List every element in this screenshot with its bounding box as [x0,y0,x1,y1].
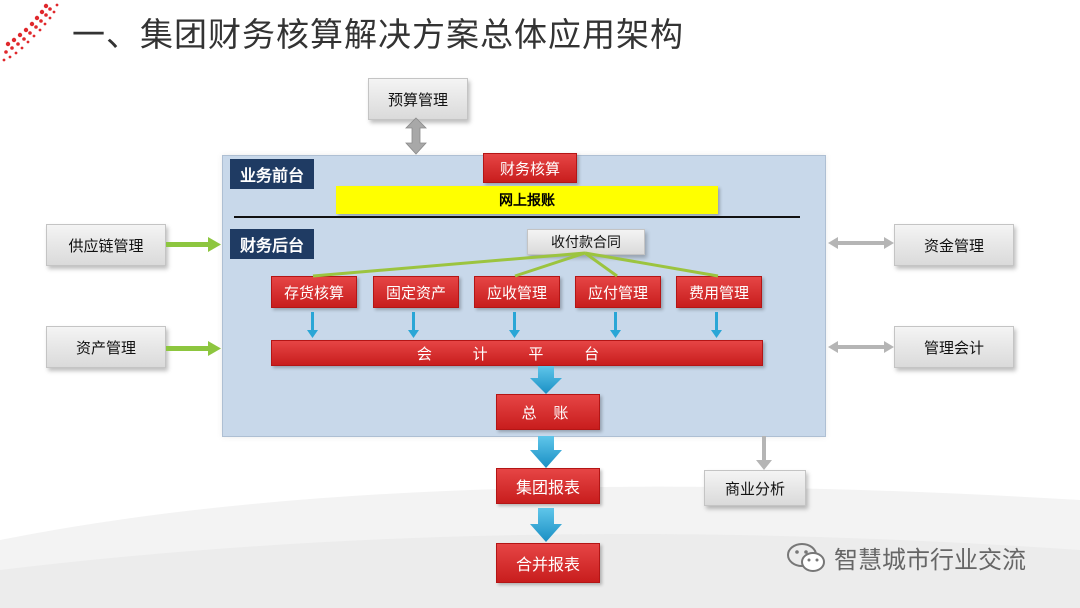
budget-management-box: 预算管理 [368,78,468,120]
asset-management-box: 资产管理 [46,326,166,368]
budget-double-arrow [405,117,427,155]
module-receivables: 应收管理 [474,276,560,308]
module-expense: 费用管理 [676,276,762,308]
module-fixed-assets: 固定资产 [373,276,459,308]
contract-box: 收付款合同 [527,229,645,255]
management-accounting-box: 管理会计 [894,326,1014,368]
gray-arrow-management-accounting [828,341,894,353]
red-dots-decoration [2,3,59,62]
watermark: 智慧城市行业交流 [786,540,1026,575]
module-inventory-accounting: 存货核算 [271,276,357,308]
gray-arrow-fund [828,237,894,249]
business-frontend-label: 业务前台 [230,159,314,189]
group-report-box: 集团报表 [496,468,600,504]
general-ledger-box: 总 账 [496,394,600,430]
accounting-platform-bar: 会 计 平 台 [271,340,763,366]
business-analysis-box: 商业分析 [704,470,806,506]
watermark-text: 智慧城市行业交流 [834,546,1026,574]
online-reimbursement-bar: 网上报账 [336,186,718,214]
green-arrow-supply-chain [166,237,221,252]
green-arrow-asset [166,341,221,356]
page-title: 一、集团财务核算解决方案总体应用架构 [72,15,684,54]
module-payables: 应付管理 [575,276,661,308]
finance-backend-label: 财务后台 [230,229,314,259]
consolidated-report-box: 合并报表 [496,543,600,583]
wechat-icon [787,542,825,572]
front-back-divider [234,216,800,218]
supply-chain-management-box: 供应链管理 [46,224,166,266]
fund-management-box: 资金管理 [894,224,1014,266]
finance-accounting-box: 财务核算 [483,153,577,183]
